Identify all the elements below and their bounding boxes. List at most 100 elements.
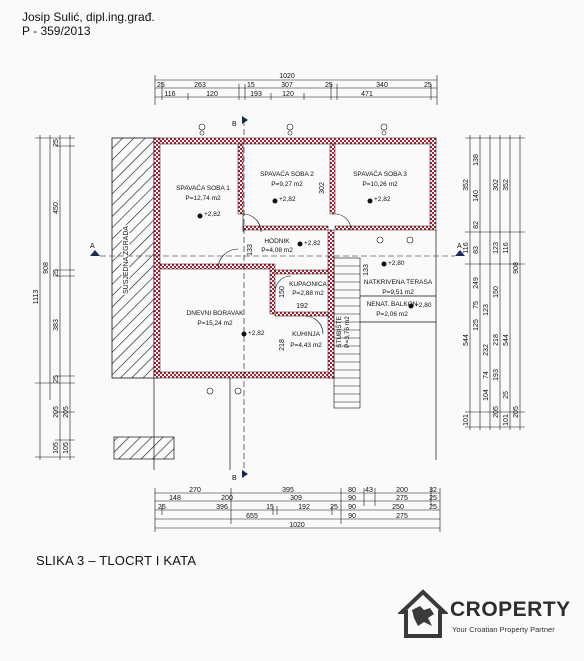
room-name-kitchen: KUHINJA [292, 331, 320, 338]
dim-right-3a: 302 [493, 179, 500, 191]
bottom-dimension-lines [154, 488, 441, 532]
logo-name: CROPERTY [450, 598, 571, 621]
dim-right-2d: 83 [473, 246, 480, 254]
neighbor-building-label: SUSJEDNA ZGRADA [123, 226, 130, 294]
room-area-kitchen: P=4,43 m2 [290, 342, 322, 349]
dim-right-2c: 82 [473, 221, 480, 229]
dim-right-1b: 116 [463, 242, 470, 253]
dim-right-4a: 352 [503, 179, 510, 191]
room-area-hallway: P=4,08 m2 [261, 247, 293, 254]
room-name-bedroom-2: SPAVAĆA SOBA 2 [260, 169, 314, 178]
dim-right-3d: 123 [483, 304, 490, 316]
room-area-stairs: P=3,76 m2 [344, 316, 351, 348]
dim-bottom-3f: 90 [348, 504, 356, 511]
croperty-logo[interactable]: CROPERTY Your Croatian Property Partner [398, 588, 578, 648]
dim-top-3d: 120 [282, 91, 294, 98]
dim-right-4c: 544 [503, 334, 510, 346]
dim-left-a: 25 [53, 139, 60, 147]
room-name-covered-terrace: NATKRIVENA TERASA [364, 279, 433, 286]
dim-inner-133-hall: 133 [247, 244, 254, 256]
dim-right-2j: 104 [483, 389, 490, 401]
dim-bottom-3g: 250 [392, 504, 404, 511]
dim-bottom-3c: 15 [266, 504, 274, 511]
dim-left-d: 383 [53, 319, 60, 331]
room-name-bedroom-3: SPAVAĆA SOBA 3 [353, 169, 407, 178]
dim-left-i: 105 [63, 442, 70, 454]
level-hallway: +2,82 [304, 240, 321, 247]
dim-right-2k: 193 [493, 369, 500, 381]
dim-right-2e: 249 [473, 277, 480, 289]
dim-bottom-3h: 25 [429, 504, 437, 511]
dim-inner-218: 218 [279, 339, 286, 351]
dim-top-2d: 307 [281, 82, 293, 89]
dim-bottom-2f: 25 [429, 495, 437, 502]
window-markers [198, 123, 414, 395]
dim-bottom-4b: 90 [348, 513, 356, 520]
dim-right-1a: 352 [463, 179, 470, 191]
dim-bottom-4c: 275 [396, 513, 408, 520]
dim-bottom-3d: 192 [298, 504, 310, 511]
room-name-bathroom: KUPAONICA [289, 281, 327, 288]
level-bedroom-1: +2,82 [204, 211, 221, 218]
dim-right-3f: 25 [503, 391, 510, 399]
neighbor-label-halo: SUSJEDNA ZGRADA [123, 226, 130, 294]
dim-right-5b: 205 [513, 406, 520, 418]
dim-top-3c: 193 [250, 91, 262, 98]
top-dimension-lines [154, 75, 438, 105]
dim-inner-150: 150 [279, 286, 286, 298]
dim-bottom-4a: 655 [246, 513, 258, 520]
dim-bottom-1f: 32 [429, 487, 437, 494]
logo-tagline: Your Croatian Property Partner [452, 625, 555, 634]
house-map-icon [398, 589, 448, 638]
dim-right-3g: 205 [493, 406, 500, 418]
level-bedroom-3: +2,82 [374, 196, 391, 203]
dim-right-2i: 74 [483, 371, 490, 379]
level-marker-symbols [197, 198, 414, 337]
dim-bottom-2e: 275 [396, 495, 408, 502]
level-bedroom-2: +2,82 [279, 196, 296, 203]
dim-right-3b: 123 [493, 242, 500, 254]
dim-bottom-1e: 200 [396, 487, 408, 494]
room-area-living-room: P=15,24 m2 [197, 320, 233, 327]
dim-right-3c: 150 [493, 286, 500, 298]
dim-bottom-3e: 25 [330, 504, 338, 511]
room-area-bedroom-3: P=10,26 m2 [362, 181, 398, 188]
dim-left-f: 205 [53, 406, 60, 418]
staircase [333, 257, 361, 409]
room-name-bedroom-1: SPAVAĆA SOBA 1 [176, 183, 230, 192]
author-name: Josip Sulić, dipl.ing.građ. [22, 10, 155, 24]
dim-bottom-2a: 148 [169, 495, 181, 502]
left-dimension-lines [35, 135, 75, 460]
dim-top-3a: 116 [164, 91, 175, 98]
dim-left-e: 25 [53, 375, 60, 383]
dim-right-1c: 544 [463, 334, 470, 346]
section-marker-graphics [90, 116, 465, 478]
level-living-room: +2,82 [248, 330, 265, 337]
dim-bottom-1d: 43 [365, 487, 373, 494]
dim-inner-192: 192 [296, 303, 308, 310]
level-balcony: +2,80 [415, 302, 432, 309]
dim-bottom-total: 1020 [289, 522, 305, 529]
room-name-hallway: HODNIK [264, 238, 290, 245]
dim-right-4b: 116 [503, 242, 510, 253]
room-area-bedroom-2: P=9,27 m2 [271, 181, 303, 188]
dim-right-2b: 140 [473, 190, 480, 202]
room-name-balcony: NENAT. BALKON [367, 301, 418, 308]
section-a-right: A [457, 243, 462, 250]
dim-inner-133-terrace: 133 [363, 264, 370, 276]
dim-right-2g: 125 [473, 319, 480, 331]
dim-right-2a: 138 [473, 154, 480, 166]
dim-left-h: 205 [63, 406, 70, 418]
dim-bottom-3b: 396 [216, 504, 228, 511]
room-area-bathroom: P=2,88 m2 [292, 290, 324, 297]
dim-top-2a: 25 [157, 82, 165, 89]
dim-left-b: 450 [53, 202, 60, 214]
dim-top-2c: 15 [247, 82, 255, 89]
dim-inner-302: 302 [319, 182, 326, 194]
dim-bottom-2c: 309 [290, 495, 302, 502]
terrace-outline [360, 230, 437, 323]
dim-top-2g: 25 [424, 82, 432, 89]
room-area-bedroom-1: P=12,74 m2 [185, 195, 221, 202]
dim-left-mid: 908 [43, 262, 50, 274]
dim-bottom-2b: 200 [221, 495, 233, 502]
